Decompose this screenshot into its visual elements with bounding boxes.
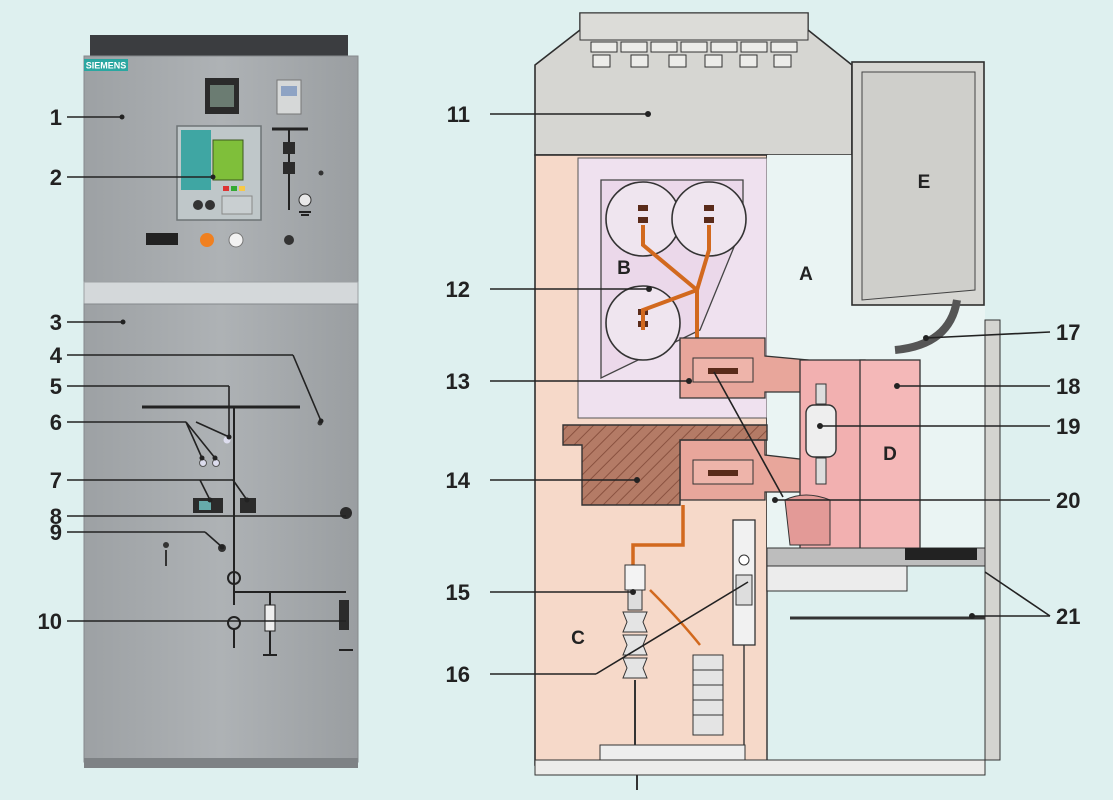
control-cable: [894, 299, 961, 354]
duct-channel-slots: [590, 41, 798, 68]
earthing-switch: [732, 519, 756, 745]
key-switch: [284, 235, 294, 245]
callout-18: 18: [1056, 374, 1080, 399]
panel-door-frame: [984, 319, 1001, 761]
callout-12: 12: [446, 277, 470, 302]
duct-top-channel: [579, 12, 809, 41]
white-pushbutton: [228, 232, 244, 248]
callout-11: 11: [447, 102, 470, 127]
compartment-b-label: B: [617, 258, 631, 279]
truck-rail: [766, 547, 986, 592]
brand-logo-text: SIEMENS: [86, 61, 127, 71]
compartment-a-label: A: [799, 264, 813, 285]
current-transformer: [562, 424, 768, 506]
callout-8: 8: [50, 504, 62, 529]
callout-19: 19: [1056, 414, 1080, 439]
callout-10: 10: [38, 609, 62, 634]
callout-15: 15: [446, 580, 470, 605]
contact-arm-link: [713, 371, 784, 498]
callout-9: 9: [50, 520, 62, 545]
cable-sealing-end: [622, 564, 648, 745]
operating-mechanism: [859, 359, 921, 551]
switching-device-compartment-door: [83, 303, 359, 763]
callout-3: 3: [50, 310, 62, 335]
withdrawable-circuit-breaker: [784, 359, 921, 551]
callout-16: 16: [446, 662, 470, 687]
indicator-device: [276, 79, 302, 115]
callout-20: 20: [1056, 488, 1080, 513]
counter-display: [146, 233, 178, 245]
panel-base: [84, 758, 358, 768]
callout-17: 17: [1056, 320, 1080, 345]
compartment-c-label: C: [571, 628, 585, 649]
protection-relay: [176, 125, 262, 221]
compartment-e-label: E: [918, 172, 931, 193]
callout-6: 6: [50, 410, 62, 435]
cable-connection-conductor: [631, 505, 685, 565]
callout-14: 14: [446, 468, 471, 493]
panel-front-view: SIEMENS: [83, 35, 359, 768]
panel-top-strip: [90, 35, 348, 57]
voltage-transformer: [649, 589, 724, 736]
orange-pushbutton: [200, 233, 214, 247]
panel-separator-strip: [83, 281, 359, 305]
leader-lines: [67, 113, 1051, 675]
callout-7: 7: [50, 468, 62, 493]
bushing-upper: [679, 337, 809, 399]
callout-1: 1: [50, 105, 62, 130]
earthing-switch-operating-lever: [339, 600, 349, 630]
vacuum-interrupter: [805, 404, 837, 458]
compartment-d-label: D: [883, 444, 897, 465]
relay-display: [212, 139, 244, 181]
cable-base-plate: [599, 744, 746, 761]
leader-dots: [119, 111, 975, 619]
callout-21: 21: [1056, 604, 1080, 629]
brand-logo: [84, 59, 128, 71]
callout-5: 5: [50, 374, 62, 399]
operating-opening-circle: [340, 507, 352, 519]
panel-floor-frame: [534, 759, 986, 776]
busbar-conductors: [605, 181, 747, 361]
callout-13: 13: [446, 369, 470, 394]
callout-2: 2: [50, 165, 62, 190]
panel-section-view: [534, 12, 1001, 790]
mimic-diagram-upper: [272, 127, 312, 216]
callout-4: 4: [50, 343, 63, 368]
